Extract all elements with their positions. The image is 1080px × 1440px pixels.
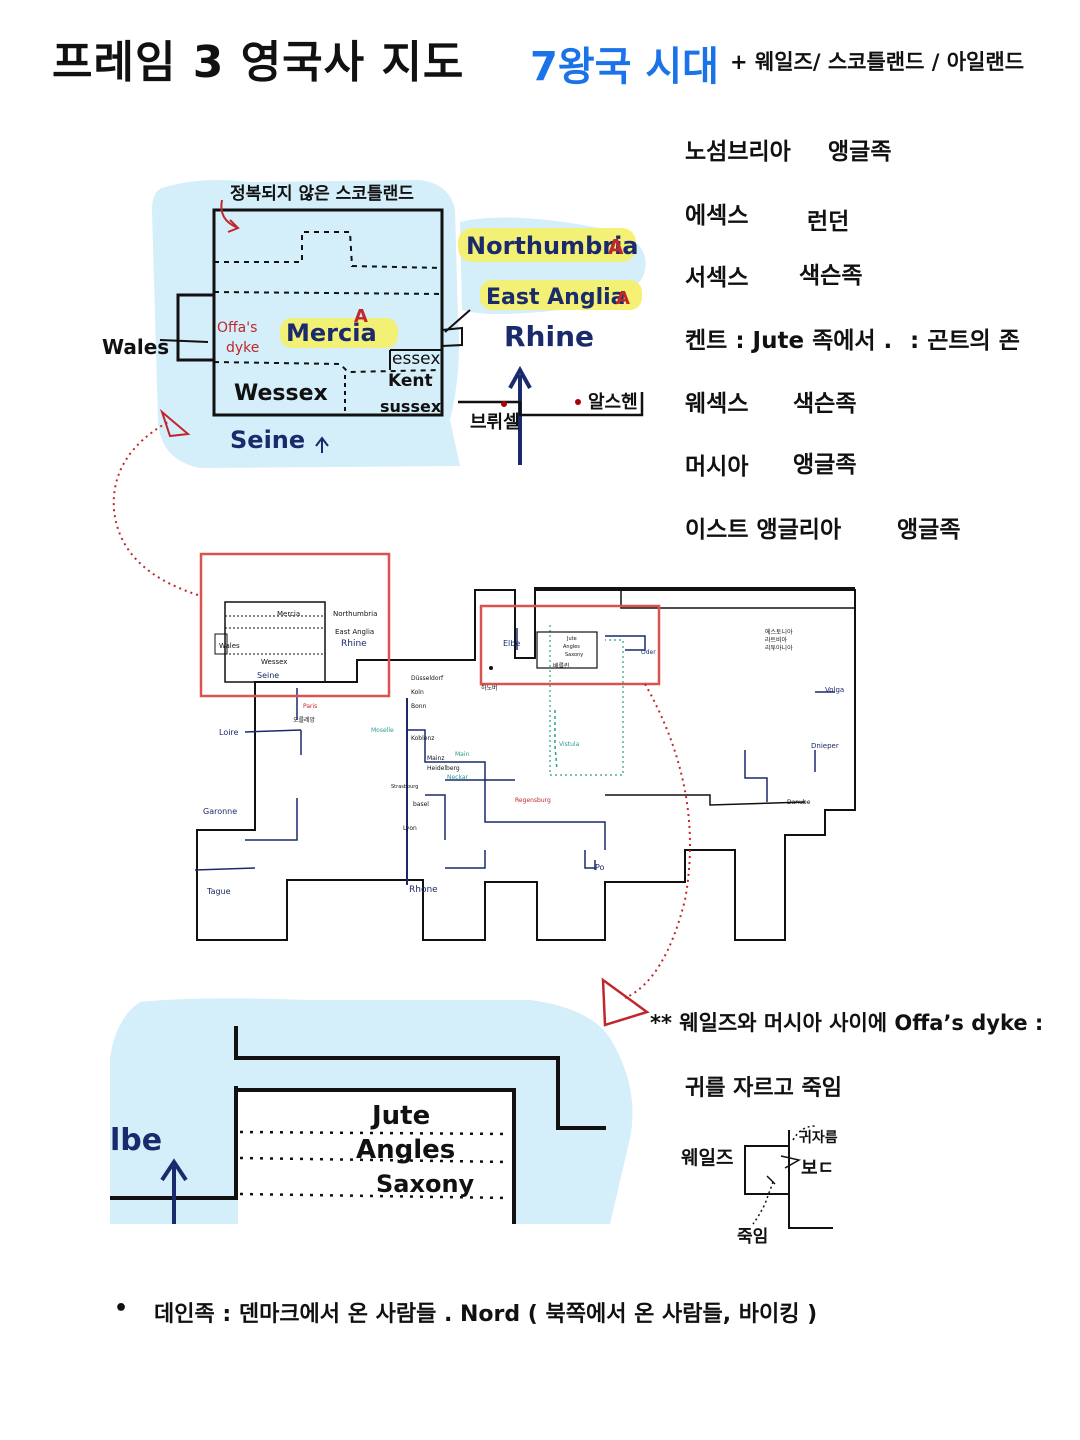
europe-label-estonia: 에스토니아 xyxy=(765,628,793,636)
era-subtitle: + 웨일즈/ 스코틀랜드 / 아일랜드 xyxy=(730,50,1025,74)
label-northumbria: Northumbria xyxy=(466,232,639,260)
zoom-label-jute: Jute xyxy=(370,1101,430,1131)
europe-label-heidelberg: Heidelberg xyxy=(427,765,460,772)
kingdom-name: 켄트 : Jute 족에서 . xyxy=(685,328,893,354)
label-sussex: sussex xyxy=(380,397,442,416)
sketch-label-wales: 웨일즈 xyxy=(681,1147,733,1169)
europe-label-mercia: Mercia xyxy=(277,610,300,618)
link-arrow-britain xyxy=(112,408,199,596)
kingdom-name: 노섬브리아 xyxy=(685,139,791,165)
europe-label-koln: Koln xyxy=(411,689,424,696)
label-seine: Seine xyxy=(230,426,305,454)
europe-label-wessex: Wessex xyxy=(261,658,287,666)
mark-angle: A xyxy=(608,235,624,259)
kingdom-info: 런던 xyxy=(807,209,850,235)
label-kent: Kent xyxy=(388,371,433,391)
europe-label-bonn: Bonn xyxy=(411,703,427,710)
label-offas-dyke: dyke xyxy=(226,340,259,356)
zoom-label-elbe: lbe xyxy=(110,1123,162,1158)
link-arrow-zoom xyxy=(601,683,691,1027)
europe-label-regensburg: Regensburg xyxy=(515,797,551,804)
europe-label-po: Po xyxy=(595,863,605,872)
bullet-symbol: • xyxy=(114,1296,129,1321)
europe-label-east-anglia: East Anglia xyxy=(335,628,374,636)
kingdom-name: 이스트 앵글리아 xyxy=(685,517,842,543)
europe-label-dnieper: Dnieper xyxy=(811,742,839,750)
britain-map: 정복되지 않은 스코틀랜드 Northumbria A East Anglia … xyxy=(102,180,646,468)
europe-label-main: Main xyxy=(455,751,470,758)
europe-label-berlin: 베를린 xyxy=(553,662,570,670)
europe-label-moselle: Moselle xyxy=(371,727,394,734)
kingdom-name: 머시아 xyxy=(685,454,749,480)
label-aachen: 알스헨 xyxy=(588,392,638,413)
sketch-label-back: 보ㄷ xyxy=(801,1158,834,1179)
mark-angle: A xyxy=(616,288,630,309)
jute-zoom-map: lbe Jute Angles Saxony xyxy=(110,998,633,1224)
europe-label-garonne: Garonne xyxy=(203,807,237,816)
kingdom-info: 색슨족 xyxy=(793,391,857,417)
era-title: 7왕국 시대 xyxy=(530,44,719,90)
europe-label-rhone: Rhone xyxy=(409,885,438,895)
europe-label-seine: Seine xyxy=(257,671,279,680)
europe-label-koblenz: Koblenz xyxy=(411,735,434,742)
kingdom-info: : 곤트의 존 xyxy=(910,328,1020,354)
kingdom-name: 서섹스 xyxy=(685,265,749,291)
europe-label-danube: Danube xyxy=(787,799,811,806)
europe-label-tague: Tague xyxy=(206,887,231,896)
label-offas-dyke: Offa's xyxy=(217,320,257,336)
europe-map: Wales Mercia Northumbria East Anglia Rhi… xyxy=(194,552,856,941)
europe-label-neckar: Neckar xyxy=(447,774,469,781)
europe-label-loire: Loire xyxy=(219,728,239,737)
europe-label-volga: Volga xyxy=(825,686,844,694)
europe-label-elbe: Elbe xyxy=(503,639,520,648)
europe-label-orleans: 오를레앙 xyxy=(293,716,316,724)
zoom-label-saxony: Saxony xyxy=(376,1170,475,1198)
kingdom-info: 앵글족 xyxy=(897,517,961,543)
label-brussels: 브뤼셀 xyxy=(470,412,520,433)
europe-label-paris: Paris xyxy=(303,703,317,710)
kingdom-name: 에섹스 xyxy=(685,203,749,229)
kingdom-info: 색슨족 xyxy=(799,263,863,289)
kingdom-name: 웨섹스 xyxy=(685,391,749,417)
europe-label-basel: basel xyxy=(413,801,429,808)
europe-label-lithuania: 리투아니아 xyxy=(765,644,793,652)
europe-label-dusseldorf: Düsseldorf xyxy=(411,675,444,682)
europe-label-saxony: Saxony xyxy=(565,652,583,658)
europe-label-mainz: Mainz xyxy=(427,755,444,762)
scotland-note: 정복되지 않은 스코틀랜드 xyxy=(230,184,414,204)
label-wessex: Wessex xyxy=(234,381,328,406)
page-title: 프레임 3 영국사 지도 xyxy=(52,37,465,88)
europe-label-lyon: Lyon xyxy=(403,825,417,832)
europe-label-angles: Angles xyxy=(563,644,580,650)
kingdom-info: 앵글족 xyxy=(828,139,892,165)
europe-label-rhine: Rhine xyxy=(341,639,367,649)
europe-label-jute: Jute xyxy=(566,636,577,642)
europe-label-wales: Wales xyxy=(219,642,240,650)
sketch-label-kill: 죽임 xyxy=(737,1226,768,1247)
offa-note-line1: ** 웨일즈와 머시아 사이에 Offa’s dyke : xyxy=(650,1011,1044,1035)
bullet-text: 데인족 : 덴마크에서 온 사람들 . Nord ( 북쪽에서 온 사람들, 바… xyxy=(154,1302,818,1327)
europe-label-vistula: Vistula xyxy=(559,741,580,748)
kingdom-info: 앵글족 xyxy=(793,452,857,478)
europe-label-hannover: 하노버 xyxy=(481,684,498,692)
europe-label-latvia: 라트비아 xyxy=(765,636,788,644)
label-wales: Wales xyxy=(102,335,169,359)
label-essex: essex xyxy=(392,349,440,369)
europe-label-northumbria: Northumbria xyxy=(333,610,377,618)
mark-angle: A xyxy=(354,306,368,327)
label-rhine: Rhine xyxy=(504,320,594,353)
sketch-label-ear: 귀자름 xyxy=(799,1129,838,1146)
zoom-label-angles: Angles xyxy=(356,1135,455,1165)
label-mercia: Mercia xyxy=(286,319,377,347)
europe-label-strasbourg: Strasbourg xyxy=(391,784,418,790)
offa-sketch: 웨일즈 귀자름 보ㄷ 죽임 xyxy=(681,1125,838,1247)
europe-label-oder: Oder xyxy=(641,649,656,656)
label-east-anglia: East Anglia xyxy=(486,285,626,310)
offa-note-line2: 귀를 자르고 죽임 xyxy=(685,1076,842,1101)
